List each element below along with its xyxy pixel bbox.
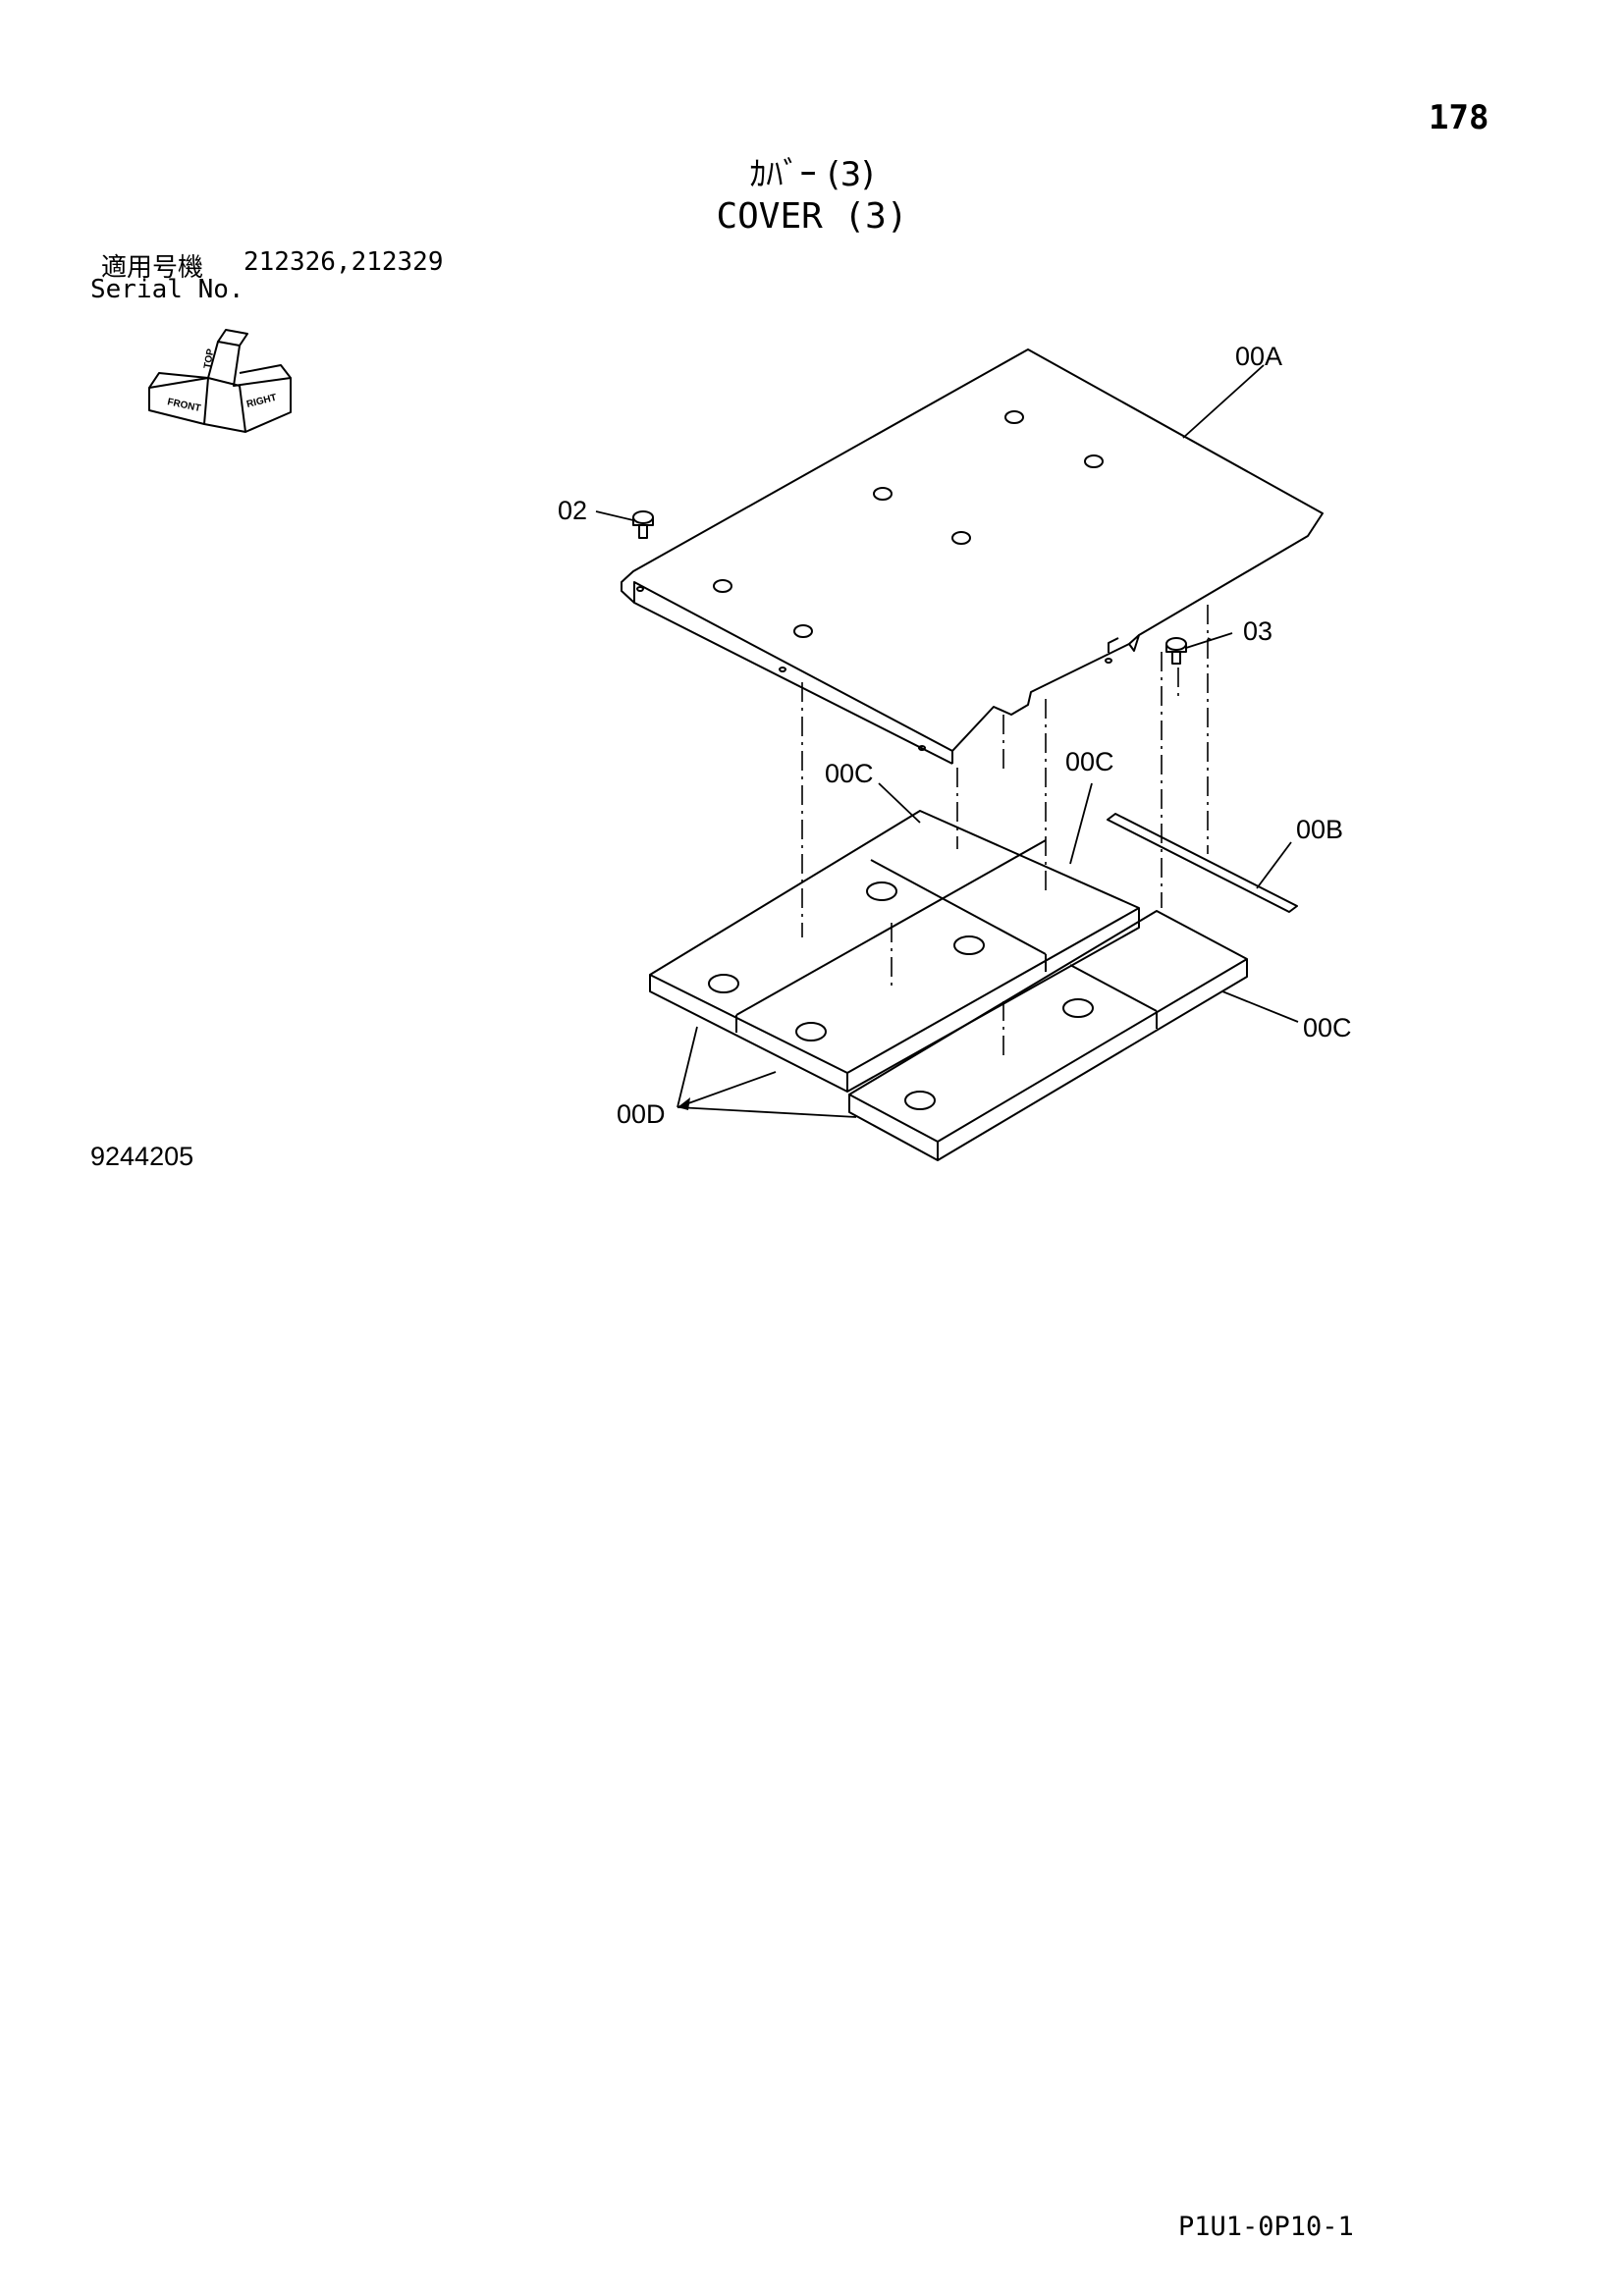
projection-lines bbox=[801, 605, 1213, 1055]
page-title: COVER (3) bbox=[716, 196, 908, 237]
orientation-label-top: TOP bbox=[202, 347, 216, 369]
callout-00C: 00C bbox=[825, 759, 874, 788]
callout-00A: 00A bbox=[1235, 342, 1282, 371]
callout-00D: 00D bbox=[617, 1099, 666, 1129]
serial-label: Serial No. bbox=[90, 275, 244, 304]
callout-03: 03 bbox=[1243, 616, 1272, 646]
bolt-03 bbox=[1165, 637, 1187, 665]
spacer-plate-lower bbox=[848, 910, 1248, 1161]
serial-numbers: 212326,212329 bbox=[244, 247, 444, 277]
page-number: 178 bbox=[1429, 98, 1489, 137]
callout-02: 02 bbox=[558, 496, 587, 525]
figure-number: 9244205 bbox=[90, 1142, 194, 1171]
shim-strip-00B bbox=[1107, 813, 1298, 913]
leader-lines bbox=[595, 364, 1299, 1118]
cover-plate-00A bbox=[621, 348, 1324, 765]
callout-00C: 00C bbox=[1303, 1013, 1352, 1042]
document-code: P1U1-0P10-1 bbox=[1178, 2212, 1354, 2242]
serial-label-japanese: 適用号機 bbox=[101, 253, 204, 283]
orientation-label-front: FRONT bbox=[166, 397, 201, 414]
spacer-plate-upper bbox=[649, 810, 1140, 1093]
callout-00C: 00C bbox=[1065, 747, 1114, 776]
orientation-label-right: RIGHT bbox=[245, 393, 278, 410]
orientation-cube-icon bbox=[148, 329, 292, 433]
page-title-japanese: ｶﾊﾞｰ (3) bbox=[749, 155, 875, 194]
callout-00B: 00B bbox=[1296, 815, 1343, 844]
bolt-02 bbox=[632, 510, 654, 539]
